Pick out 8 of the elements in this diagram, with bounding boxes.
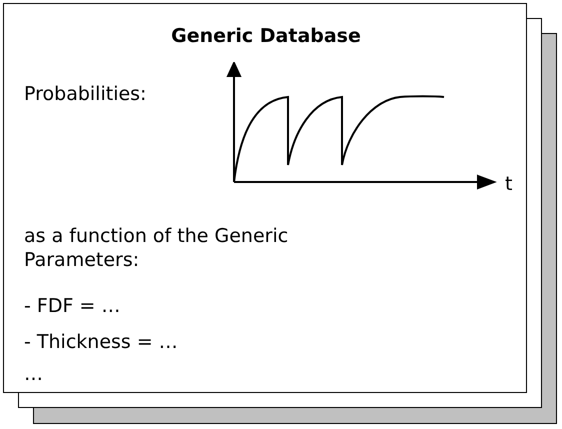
ellipsis-text: … <box>24 362 44 386</box>
card-title: Generic Database <box>170 24 362 48</box>
text-line: Probabilities: <box>24 82 148 106</box>
list-item: - FDF = … <box>24 294 122 318</box>
card <box>3 3 527 393</box>
text-line: as a function of the Generic Parameters: <box>24 224 290 272</box>
list-item: - Thickness = … <box>24 330 179 354</box>
axis-label: t <box>505 172 512 196</box>
